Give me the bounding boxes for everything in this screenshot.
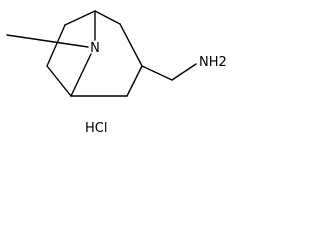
amine-label: NH2 <box>199 55 227 70</box>
bond-n-to-bridgehead-bottom <box>70 53 92 97</box>
bond-n-methyl <box>6 34 89 48</box>
bond-c4-to-ch2 <box>141 65 173 81</box>
bond-ch2-to-nh2 <box>171 63 197 81</box>
hydrochloride-label: HCl <box>85 121 107 136</box>
bond-c3-to-c4 <box>119 23 143 67</box>
bond-c4-to-c5 <box>126 65 143 97</box>
bond-bridgehead-top-to-c3 <box>94 10 121 25</box>
bond-bridgehead-top-to-c1 <box>64 10 96 26</box>
molecule-structure: N NH2 HCl <box>6 10 227 136</box>
bond-c1-to-c2 <box>46 24 66 67</box>
bond-c2-to-bridgehead-bottom <box>46 65 72 97</box>
nitrogen-label: N <box>90 41 100 56</box>
